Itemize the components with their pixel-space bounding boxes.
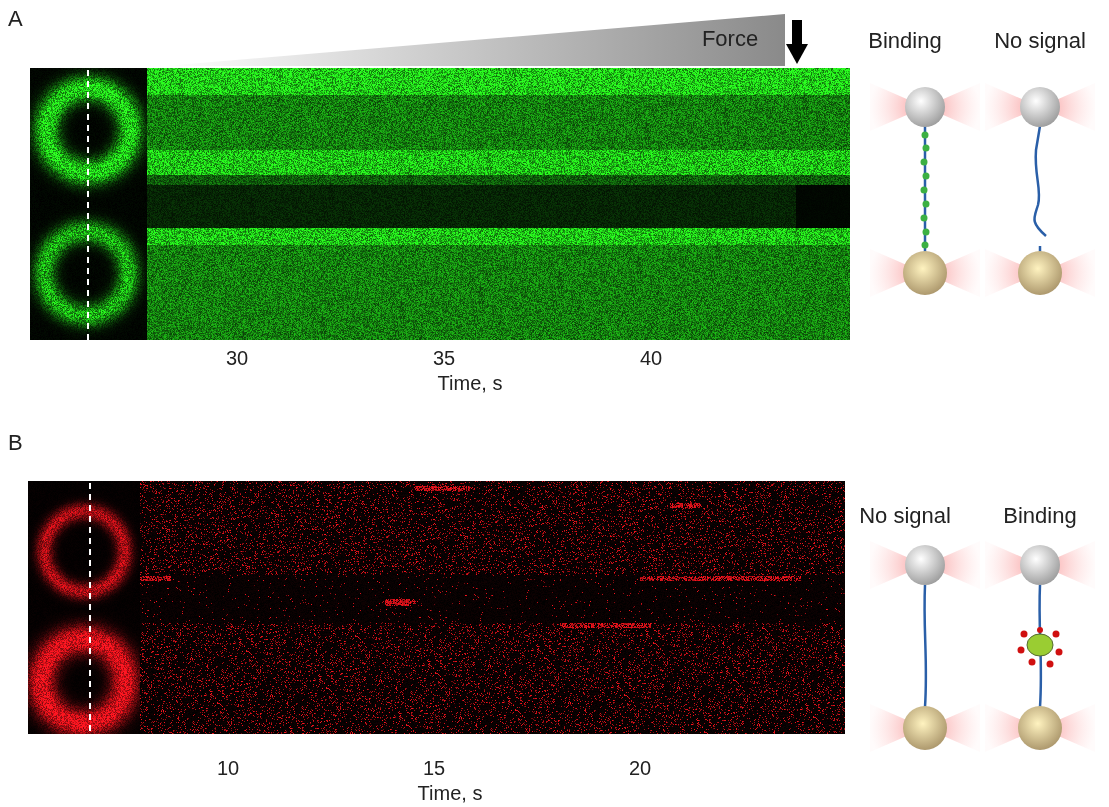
trap-empty-b [870, 541, 980, 752]
trap-protein-b [985, 541, 1095, 752]
tick-label: 20 [629, 758, 651, 778]
axis-title: Time, s [438, 373, 503, 393]
force-wedge [165, 14, 785, 66]
tick-label: 10 [217, 758, 239, 778]
microscope-image-red [28, 481, 140, 734]
kymograph-green [147, 68, 850, 340]
state-title: Binding [868, 30, 941, 52]
arrow-head [786, 44, 808, 64]
state-title: No signal [859, 505, 951, 527]
tick-label: 30 [226, 348, 248, 368]
state-title: Binding [1003, 505, 1076, 527]
axis-caption: Force [702, 28, 758, 50]
tick-label: 15 [423, 758, 445, 778]
tick-label: 35 [433, 348, 455, 368]
arrow-shaft [792, 20, 802, 45]
kymograph-red [140, 481, 845, 734]
trap-broken-a [985, 83, 1095, 297]
panel-letter: A [8, 8, 23, 30]
axis-title: Time, s [418, 783, 483, 803]
tick-label: 40 [640, 348, 662, 368]
trap-binding-a [870, 83, 980, 297]
panel-letter: B [8, 432, 23, 454]
state-title: No signal [994, 30, 1086, 52]
microscope-image-green [30, 68, 147, 340]
